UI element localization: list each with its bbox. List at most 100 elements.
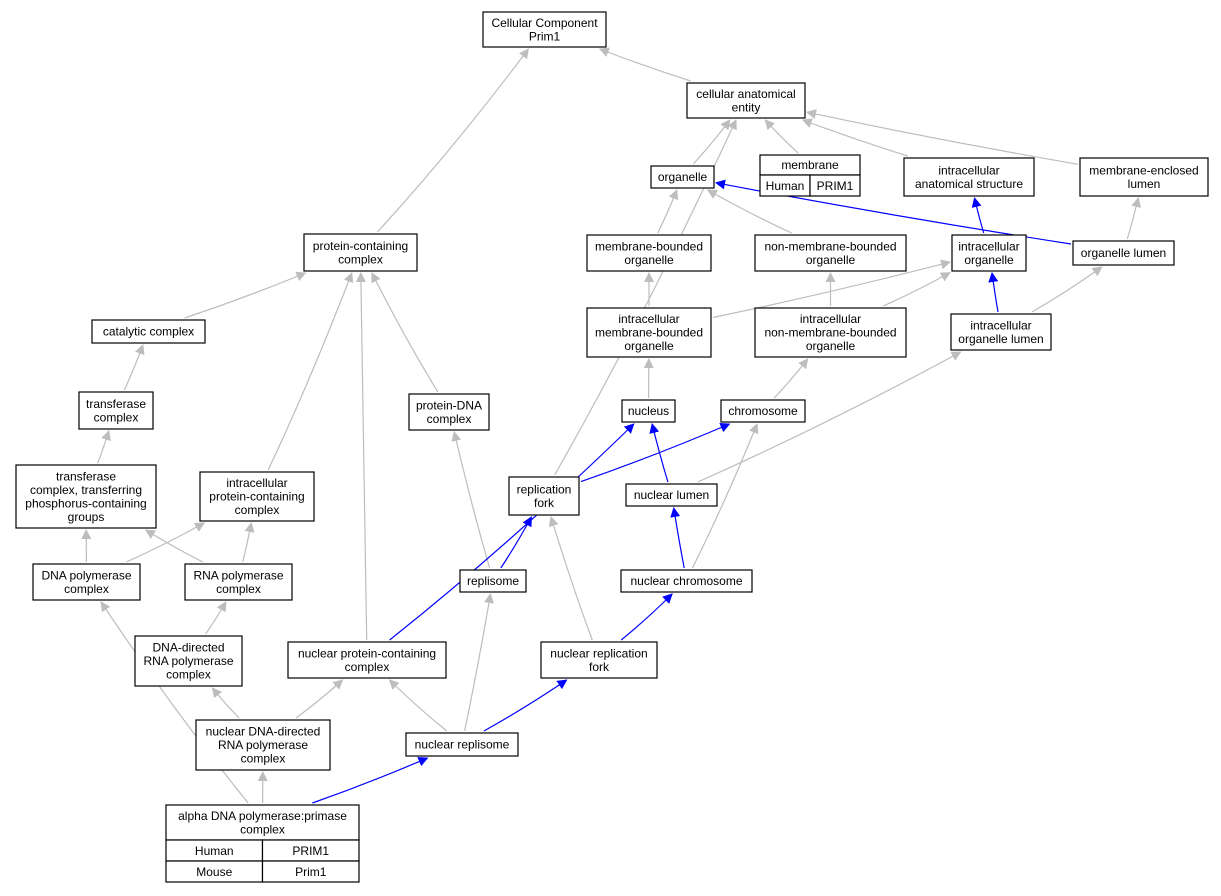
edge-nrepl-to-repl (464, 593, 494, 732)
node-label: organelle (624, 253, 674, 267)
edge-ipcc-to-pcc (267, 272, 354, 471)
edge-line (123, 344, 145, 391)
edge-line (697, 351, 962, 483)
node-label: membrane-bounded (595, 326, 703, 340)
node-box (508, 476, 580, 516)
edge-rfork-to-chrom (580, 422, 731, 483)
node-box (303, 233, 418, 272)
node-label: intracellular (226, 476, 287, 490)
edge-nrfork-to-nchrom (620, 593, 673, 641)
node-label: protein-DNA (416, 398, 482, 412)
node-label: intracellular (618, 312, 679, 326)
node-label: nuclear replication (550, 646, 647, 660)
node-inmbo[interactable]: intracellularnon-membrane-boundedorganel… (754, 307, 907, 358)
edge-line (97, 430, 111, 464)
node-box (686, 82, 806, 119)
node-box (459, 569, 527, 593)
edge-line (355, 272, 368, 641)
node-label: nucleus (628, 404, 669, 418)
node-label: nuclear chromosome (630, 574, 742, 588)
node-box (15, 464, 157, 529)
species-cell: Mouse (165, 860, 264, 883)
node-nucleus[interactable]: nucleus (621, 399, 676, 423)
node-label: organelle (658, 170, 708, 184)
species-cell: Human (759, 174, 811, 197)
edge-cat-to-pcc (184, 271, 307, 319)
node-label: membrane-enclosed (1089, 163, 1198, 177)
node-box (620, 569, 753, 593)
edge-membrane-to-cae (764, 119, 799, 154)
node-label: complex (94, 410, 139, 424)
node-ol[interactable]: organelle lumen (1072, 240, 1175, 266)
edge-line (883, 272, 951, 307)
species-cell: Human (165, 839, 264, 862)
edge-npcc-to-nucleus (389, 423, 635, 641)
node-label: Cellular Component (491, 16, 598, 30)
edge-nddrna-to-ddrna (211, 687, 240, 719)
edge-ol-to-mel (1126, 197, 1142, 240)
node-label: complex (345, 660, 390, 674)
gene-label: Prim1 (295, 865, 327, 879)
edge-pcc-to-root (376, 48, 529, 233)
node-label: intracellular (938, 163, 999, 177)
node-box (78, 391, 154, 430)
node-label: complex (166, 668, 211, 682)
edge-line (295, 679, 344, 719)
node-label: chromosome (728, 404, 798, 418)
node-box (586, 234, 712, 272)
node-label: nuclear lumen (634, 488, 709, 502)
node-organelle[interactable]: organelle (650, 165, 715, 189)
edge-line (267, 272, 354, 471)
node-label: RNA polymerase (193, 568, 283, 582)
edge-line (184, 271, 307, 319)
node-nlumen[interactable]: nuclear lumen (625, 483, 718, 507)
node-box (1072, 240, 1175, 266)
edge-nddrna-to-npcc (295, 679, 344, 719)
node-nchrom[interactable]: nuclear chromosome (620, 569, 753, 593)
node-label: organelle (624, 339, 674, 353)
edge-line (706, 189, 792, 234)
edge-line (100, 601, 249, 804)
node-box (32, 563, 141, 601)
node-box (287, 641, 447, 679)
node-box (184, 563, 293, 601)
edge-line (464, 593, 494, 732)
node-alpha[interactable]: alpha DNA polymerase:primasecomplexHuman… (165, 804, 360, 883)
node-label: complex (64, 582, 109, 596)
node-label: entity (732, 100, 761, 114)
node-box (950, 313, 1052, 351)
node-repl[interactable]: replisome (459, 569, 527, 593)
node-chrom[interactable]: chromosome (720, 399, 806, 423)
node-cat[interactable]: catalytic complex (91, 319, 206, 344)
node-nrepl[interactable]: nuclear replisome (405, 732, 519, 757)
edge-line (692, 119, 731, 165)
edge-io-to-ias (971, 197, 985, 234)
node-label: fork (534, 496, 555, 510)
node-label: RNA polymerase (143, 654, 233, 668)
edge-line (376, 48, 529, 233)
node-label: organelle lumen (958, 332, 1043, 346)
